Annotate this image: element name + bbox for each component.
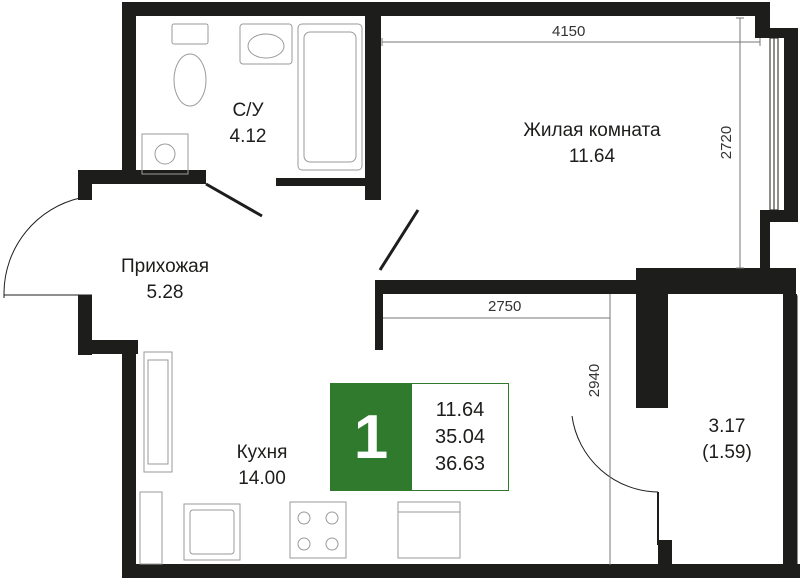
kitchen-area: 14.00 bbox=[238, 468, 286, 489]
balcony-area: 3.17 bbox=[708, 416, 746, 437]
balcony-reduced-area: (1.59) bbox=[702, 442, 752, 463]
room-kitchen: Кухня 14.00 bbox=[212, 440, 312, 492]
dimension-lines bbox=[381, 17, 761, 565]
hall-name: Прихожая bbox=[120, 256, 210, 277]
apartment-badge: 1 11.64 35.04 36.63 bbox=[330, 383, 510, 491]
badge-living-area: 11.64 bbox=[435, 398, 485, 421]
dim-kitchen-width: 2750 bbox=[488, 298, 522, 315]
room-bathroom: С/У 4.12 bbox=[208, 98, 288, 150]
hall-area: 5.28 bbox=[146, 282, 184, 303]
bathroom-name: С/У bbox=[232, 100, 264, 121]
room-hall: Прихожая 5.28 bbox=[100, 254, 230, 306]
dim-living-width: 4150 bbox=[552, 23, 586, 40]
bathroom-area: 4.12 bbox=[229, 126, 267, 147]
badge-total-area: 35.04 bbox=[434, 425, 486, 448]
living-name: Жилая комната bbox=[523, 120, 661, 141]
rooms-count: 1 bbox=[330, 383, 412, 491]
kitchen-name: Кухня bbox=[236, 442, 288, 463]
dim-living-height: 2720 bbox=[718, 125, 736, 160]
walls bbox=[78, 2, 800, 578]
area-summary: 11.64 35.04 36.63 bbox=[412, 383, 509, 491]
living-area: 11.64 bbox=[568, 146, 616, 167]
dim-kitchen-height: 2940 bbox=[586, 363, 604, 398]
badge-total-with-balcony: 36.63 bbox=[434, 452, 486, 475]
fixtures bbox=[139, 23, 461, 565]
room-living: Жилая комната 11.64 bbox=[492, 118, 692, 170]
doors bbox=[3, 182, 659, 545]
room-balcony: 3.17 (1.59) bbox=[692, 414, 762, 466]
